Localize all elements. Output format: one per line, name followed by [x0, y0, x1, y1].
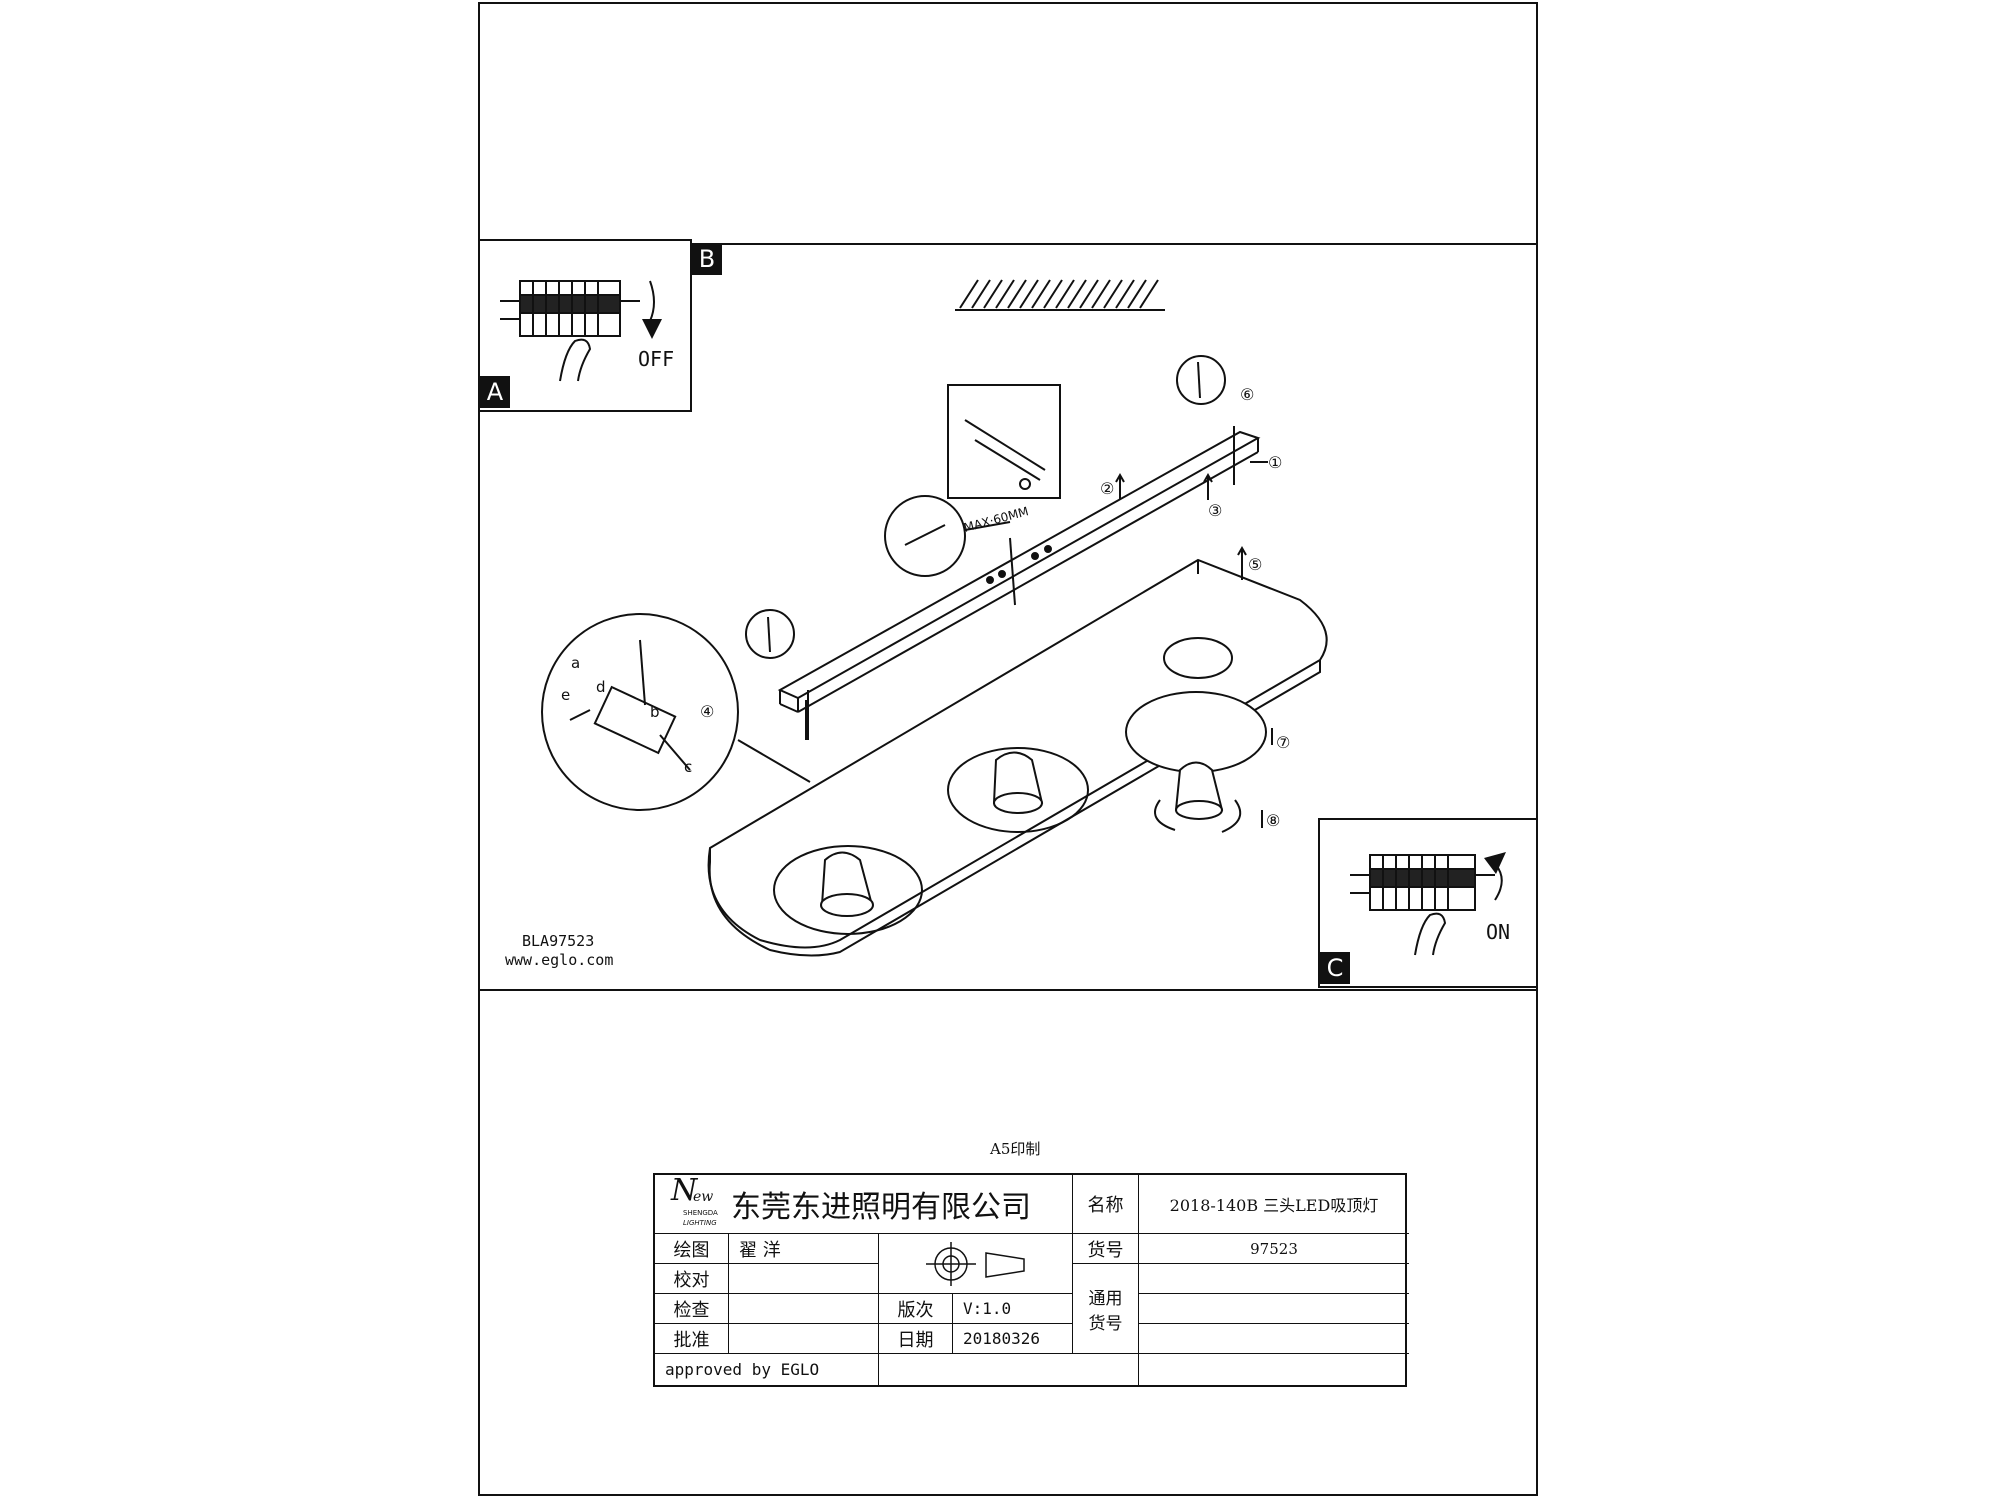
motion-arrows	[1115, 461, 1273, 828]
panel-tag-c: C	[1320, 952, 1350, 984]
wire-detail	[884, 384, 1061, 606]
version-value: V:1.0	[953, 1294, 1073, 1324]
callout-8: ⑧	[1266, 811, 1280, 830]
callout-7: ⑦	[1276, 733, 1290, 752]
panel-tag-a: A	[480, 376, 510, 408]
version-label: 版次	[879, 1294, 953, 1324]
generic-row-3	[1139, 1324, 1409, 1354]
generic-row-2	[1139, 1294, 1409, 1324]
lamp-heads	[820, 691, 1267, 917]
panel-tag-b: B	[692, 243, 722, 275]
approve-value	[729, 1324, 879, 1354]
off-label: OFF	[638, 347, 675, 371]
callout-4: ④	[700, 702, 714, 721]
breaker-on-illustration	[1350, 852, 1506, 956]
date-value: 20180326	[953, 1324, 1073, 1354]
detail-letter-b: b	[650, 703, 660, 721]
divider-bottom	[480, 989, 1536, 991]
callout-5: ⑤	[1248, 555, 1262, 574]
callout-3: ③	[1208, 501, 1222, 520]
model-number: BLA97523	[522, 932, 595, 950]
logo-text: ew	[693, 1189, 714, 1205]
screw-details	[745, 355, 1226, 740]
projection-symbol	[925, 1241, 1025, 1286]
check-value	[729, 1264, 879, 1294]
detail-letter-c: c	[684, 758, 692, 776]
drawn-value: 翟 洋	[729, 1234, 879, 1264]
divider-top	[480, 243, 1536, 245]
blank-bottom-right	[1139, 1354, 1409, 1385]
generic-label-1: 通用	[1088, 1288, 1123, 1309]
drawing-sheet	[478, 2, 1538, 1496]
panel-breaker-off: OFF	[478, 239, 692, 412]
ceiling-hatch	[955, 279, 1165, 311]
website: www.eglo.com	[505, 951, 614, 969]
projection-symbol-cell	[879, 1234, 1073, 1294]
detail-letter-d: d	[596, 678, 606, 696]
company-name: 东莞东进照明有限公司	[731, 1190, 1031, 1225]
name-label: 名称	[1073, 1175, 1139, 1234]
callout-2: ②	[1100, 479, 1114, 498]
item-value: 97523	[1139, 1234, 1409, 1264]
check-label: 校对	[655, 1264, 729, 1294]
generic-item-label: 通用 货号	[1073, 1264, 1139, 1354]
name-value: 2018-140B 三头LED吸顶灯	[1139, 1175, 1409, 1234]
on-label: ON	[1486, 920, 1511, 944]
company-cell: N ew SHENGDA LIGHTING 东莞东进照明有限公司	[655, 1173, 1073, 1234]
callout-1: ①	[1268, 453, 1282, 472]
logo-sub1: SHENGDA	[683, 1209, 718, 1217]
company-logo: N ew SHENGDA LIGHTING	[671, 1173, 718, 1227]
terminal-detail	[541, 613, 811, 811]
callout-6: ⑥	[1240, 385, 1254, 404]
approve-label: 批准	[655, 1324, 729, 1354]
detail-letter-e: e	[561, 686, 570, 704]
item-label: 货号	[1073, 1234, 1139, 1264]
drawn-label: 绘图	[655, 1234, 729, 1264]
logo-sub2: LIGHTING	[683, 1219, 717, 1227]
inspect-label: 检查	[655, 1294, 729, 1324]
inspect-value	[729, 1294, 879, 1324]
print-note: A5印制	[990, 1140, 1041, 1158]
approved-by: approved by EGLO	[655, 1354, 879, 1385]
mounting-bar	[777, 426, 1261, 740]
date-label: 日期	[879, 1324, 953, 1354]
title-block: N ew SHENGDA LIGHTING 东莞东进照明有限公司 名称 2018…	[653, 1173, 1409, 1387]
generic-row-1	[1139, 1264, 1409, 1294]
breaker-off-illustration	[500, 280, 662, 382]
blank-bottom-mid	[879, 1354, 1139, 1385]
detail-letter-a: a	[571, 654, 580, 672]
max-length-label: MAX·60MM	[962, 504, 1030, 535]
generic-label-2: 货号	[1088, 1313, 1123, 1334]
panel-breaker-on: ON	[1318, 818, 1538, 988]
